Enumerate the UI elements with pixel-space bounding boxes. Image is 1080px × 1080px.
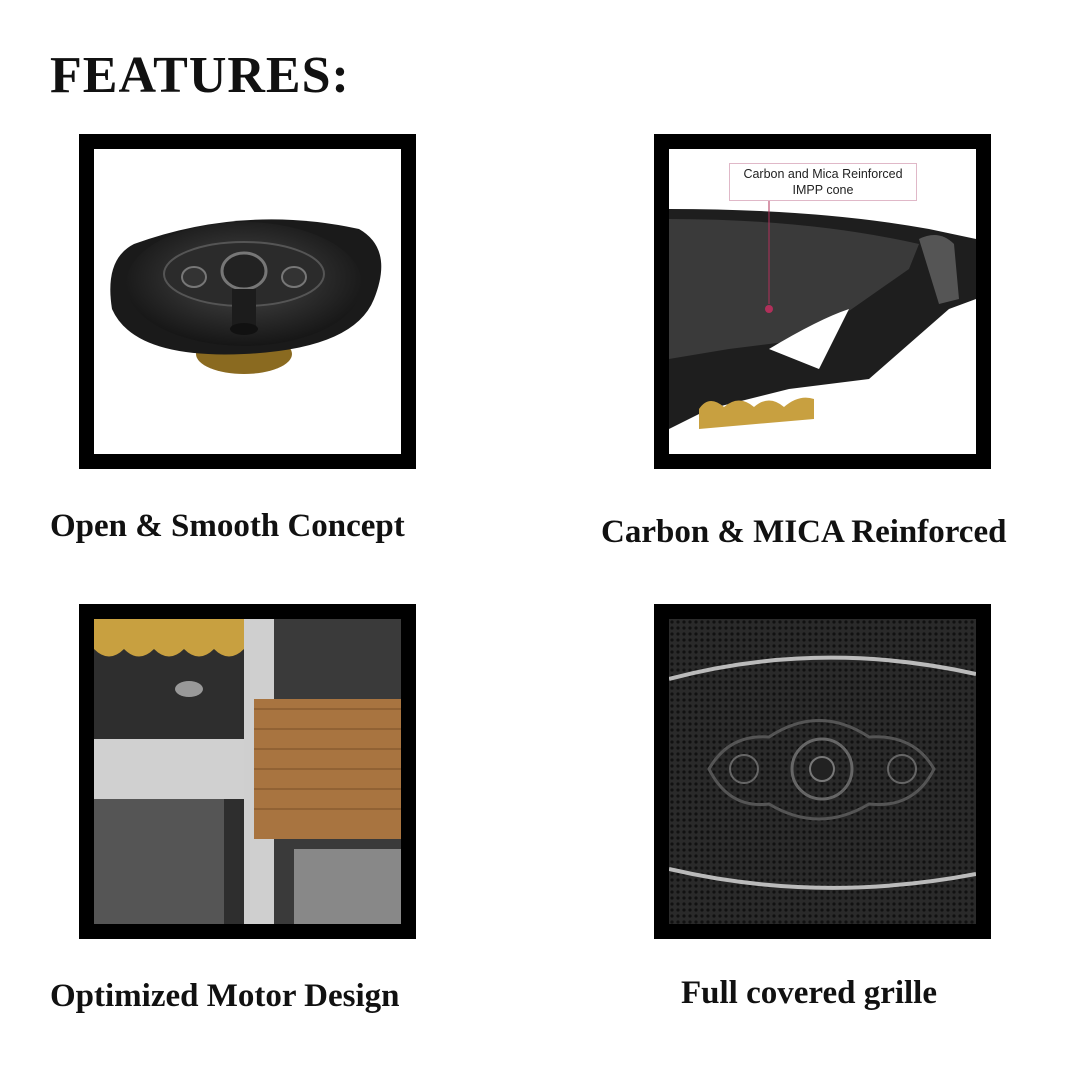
feature-frame-cone: Carbon and Mica Reinforced IMPP cone xyxy=(654,134,991,469)
cone-cutaway-image: Carbon and Mica Reinforced IMPP cone xyxy=(669,149,976,454)
callout-line: IMPP cone xyxy=(792,183,854,197)
feature-caption: Carbon & MICA Reinforced xyxy=(601,514,1007,550)
speaker-icon xyxy=(110,219,382,374)
feature-caption: Optimized Motor Design xyxy=(50,978,400,1014)
cone-callout: Carbon and Mica Reinforced IMPP cone xyxy=(729,163,917,201)
feature-frame-speaker xyxy=(79,134,416,469)
feature-caption: Open & Smooth Concept xyxy=(50,508,405,544)
callout-line: Carbon and Mica Reinforced xyxy=(743,167,903,181)
cone-cutaway-icon xyxy=(669,189,976,429)
motor-cutaway-image xyxy=(94,619,401,924)
grille-icon xyxy=(669,619,976,924)
feature-frame-grille xyxy=(654,604,991,939)
page-title: FEATURES: xyxy=(50,47,350,104)
grille-image xyxy=(669,619,976,924)
feature-caption: Full covered grille xyxy=(681,975,937,1011)
speaker-image xyxy=(94,149,401,454)
feature-frame-motor xyxy=(79,604,416,939)
motor-cutaway-icon xyxy=(94,619,401,924)
